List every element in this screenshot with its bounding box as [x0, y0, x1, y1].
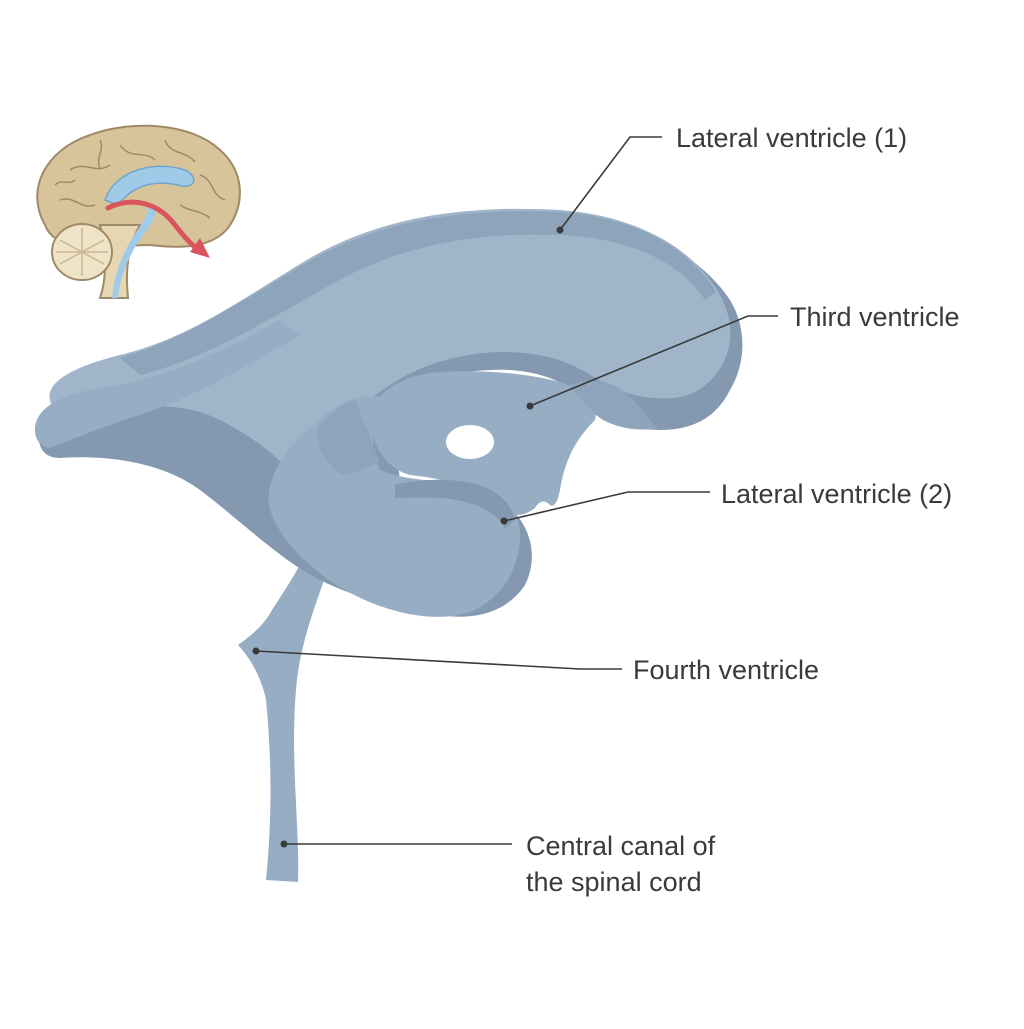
dot-third	[526, 402, 534, 410]
leader-line-fourth	[255, 650, 622, 670]
label-central-canal-line-2: the spinal cord	[526, 867, 702, 897]
label-lateral-ventricle-2: Lateral ventricle (2)	[721, 479, 953, 509]
csf-canal-inset	[112, 205, 156, 298]
csf-ventricle-inset	[104, 165, 195, 206]
label-central-canal: Central canal of the spinal cord	[526, 828, 715, 900]
posterior-horn	[568, 380, 658, 430]
leader-line-lateral-2	[503, 491, 710, 522]
temporal-horn-inner	[317, 400, 380, 475]
dot-lateral-1	[556, 226, 564, 234]
ventricle-cast	[35, 208, 743, 882]
dot-lateral-2	[500, 517, 508, 525]
third-ventricle-flap	[395, 479, 515, 528]
label-third-ventricle: Third ventricle	[790, 302, 960, 332]
lateral-ventricle-roof	[120, 211, 716, 375]
leader-lines	[255, 136, 778, 845]
label-lateral-ventricle-1: Lateral ventricle (1)	[676, 123, 908, 153]
lateral-ventricle-body	[49, 208, 731, 490]
dot-canal	[280, 840, 288, 848]
anterior-horn	[35, 320, 300, 448]
leader-line-lateral-1	[559, 136, 662, 231]
interthalamic-adhesion-hole	[446, 425, 494, 459]
label-central-canal-line-1: Central canal of	[526, 831, 716, 861]
dot-fourth	[252, 647, 260, 655]
orientation-arrow-icon	[105, 199, 210, 258]
brain-thumbnail-icon	[36, 124, 241, 299]
leader-line-third	[529, 315, 778, 407]
label-fourth-ventricle: Fourth ventricle	[633, 655, 820, 685]
central-canal-shape	[238, 560, 328, 882]
gyri-lines	[54, 139, 226, 219]
leader-dots	[252, 226, 564, 848]
cerebellum-shape	[51, 223, 113, 281]
